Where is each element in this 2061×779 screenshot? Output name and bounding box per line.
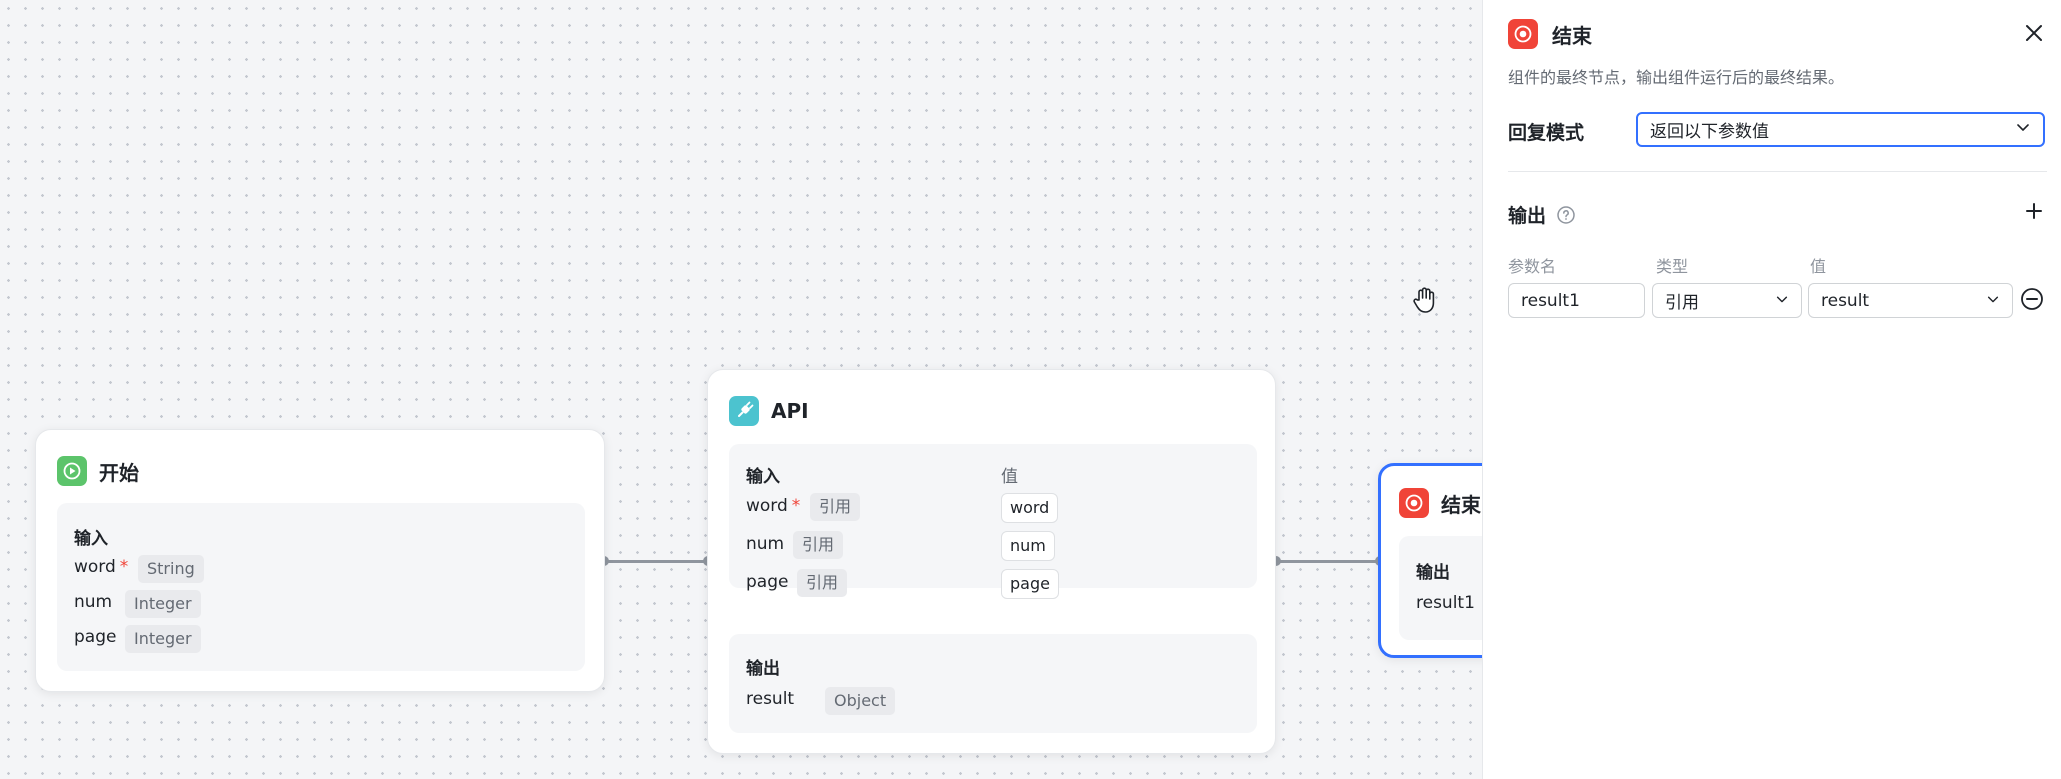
column-header-value: 值 [1810, 257, 1827, 276]
start-input-section: 输入 word* String num Integer page Integer [57, 503, 585, 671]
api-node-header: API [729, 389, 809, 433]
edge-start-api [604, 560, 708, 563]
end-node-header: 结束 [1399, 481, 1481, 525]
param-value-select[interactable]: result [1808, 283, 2013, 318]
reply-mode-select[interactable]: 返回以下参数值 [1636, 112, 2045, 147]
type-tag: Object [825, 687, 896, 715]
param-name: result1 [1416, 593, 1475, 613]
panel-title: 结束 [1552, 23, 1592, 48]
mode-tag: 引用 [793, 531, 844, 559]
chevron-down-icon [1986, 291, 2000, 311]
start-input-title: 输入 [74, 529, 108, 549]
param-name: result [746, 689, 795, 709]
start-node-header: 开始 [57, 449, 139, 493]
workflow-canvas[interactable]: 开始 输入 word* String num Integer page Inte… [0, 0, 1482, 779]
param-name: num [746, 534, 785, 554]
panel-header: 结束 [1508, 19, 1592, 49]
type-tag: Integer [125, 625, 201, 653]
start-node-title: 开始 [99, 460, 139, 485]
end-node[interactable]: 结束 输出 result1 [1378, 463, 1482, 658]
chevron-down-icon [2015, 119, 2031, 140]
edge-api-end [1276, 560, 1380, 563]
value-box: num [1001, 531, 1055, 561]
param-name: page [746, 572, 789, 592]
reply-mode-value: 返回以下参数值 [1650, 122, 1769, 142]
api-input-title: 输入 [746, 467, 780, 487]
value-box: word [1001, 493, 1059, 523]
chevron-down-icon [1775, 291, 1789, 311]
divider [1508, 171, 2047, 172]
api-input-section: 输入 值 word* 引用 word num 引用 num page 引用 pa… [729, 444, 1257, 599]
param-name-input[interactable]: result1 [1508, 283, 1645, 318]
param-name: num [74, 592, 113, 612]
api-output-port[interactable] [1271, 556, 1281, 566]
end-output-title: 输出 [1416, 563, 1450, 583]
close-icon[interactable] [2023, 22, 2045, 48]
stop-circle-icon [1399, 488, 1429, 518]
api-node-title: API [771, 399, 809, 423]
end-node-title: 结束 [1441, 492, 1481, 517]
help-circle-icon[interactable] [1556, 205, 1576, 225]
value-box: page [1001, 569, 1059, 599]
column-header-type: 类型 [1656, 257, 1689, 276]
end-output-section: 输出 result1 [1399, 536, 1482, 640]
param-name: word [746, 496, 788, 516]
api-node[interactable]: API 输入 值 word* 引用 word num 引用 num page 引… [707, 369, 1276, 754]
node-config-panel: 结束 组件的最终节点，输出组件运行后的最终结果。 回复模式 返回以下参数值 输出… [1482, 0, 2061, 779]
output-label: 输出 [1508, 205, 1547, 227]
minus-circle-icon[interactable] [2020, 287, 2044, 315]
param-name: word [74, 557, 116, 577]
api-output-title: 输出 [746, 659, 780, 679]
play-circle-icon [57, 456, 87, 486]
grab-hand-icon [1412, 286, 1438, 318]
reply-mode-label: 回复模式 [1508, 122, 1585, 144]
start-node[interactable]: 开始 输入 word* String num Integer page Inte… [35, 429, 605, 692]
mode-tag: 引用 [797, 569, 848, 597]
param-type-select[interactable]: 引用 [1652, 283, 1802, 318]
mode-tag: 引用 [810, 493, 861, 521]
required-mark: * [119, 557, 129, 577]
api-output-section: 输出 result Object [729, 634, 1257, 733]
panel-description: 组件的最终节点，输出组件运行后的最终结果。 [1508, 68, 1845, 87]
param-name: page [74, 627, 117, 647]
plug-icon [729, 396, 759, 426]
type-tag: Integer [125, 590, 201, 618]
plus-icon[interactable] [2024, 201, 2044, 225]
type-tag: String [138, 555, 204, 583]
output-header: 输出 [1508, 201, 1576, 228]
stop-circle-icon [1508, 19, 1538, 49]
api-value-title: 值 [1001, 467, 1018, 487]
required-mark: * [791, 496, 801, 516]
column-header-name: 参数名 [1508, 257, 1557, 276]
